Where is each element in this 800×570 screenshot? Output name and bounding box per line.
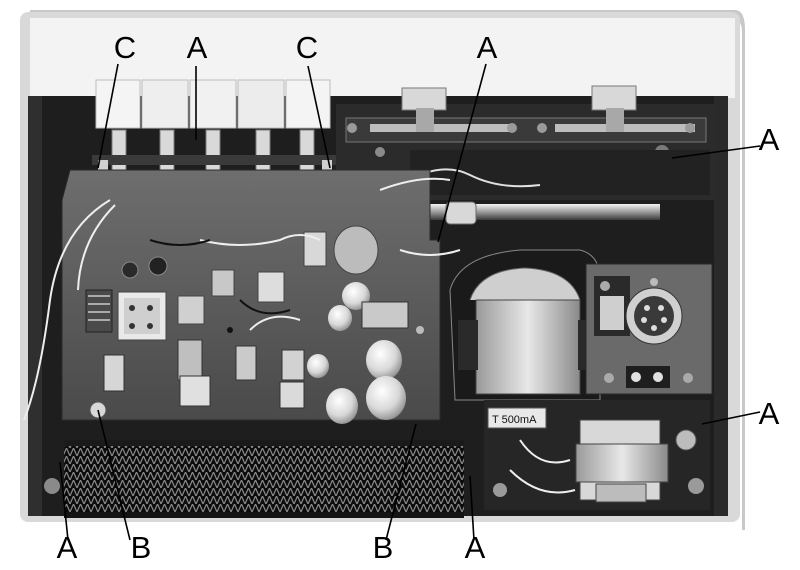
push-button-bank xyxy=(95,79,331,129)
label-a-top-middle: A xyxy=(186,30,208,65)
wiring xyxy=(23,177,461,421)
socket-panel xyxy=(585,263,713,395)
callout-lines xyxy=(59,63,761,541)
dial-mechanism xyxy=(336,85,716,200)
label-a-top-right: A xyxy=(476,30,498,65)
fuse-board: T 500mA xyxy=(484,400,710,510)
label-b-bottom-left: B xyxy=(130,530,152,565)
label-b-bottom-right: B xyxy=(372,530,394,565)
label-a-bottom-left: A xyxy=(56,530,78,565)
power-transformer xyxy=(449,249,601,401)
label-a-right-lower: A xyxy=(758,396,780,431)
label-c-top-left: C xyxy=(113,30,137,65)
main-pcb xyxy=(61,169,441,424)
label-c-top-right: C xyxy=(295,30,319,65)
bottom-coil-spring xyxy=(64,440,464,514)
fuse-label: T 500mA xyxy=(492,414,537,426)
label-a-right-upper: A xyxy=(758,122,780,157)
label-a-bottom-right: A xyxy=(464,530,486,565)
